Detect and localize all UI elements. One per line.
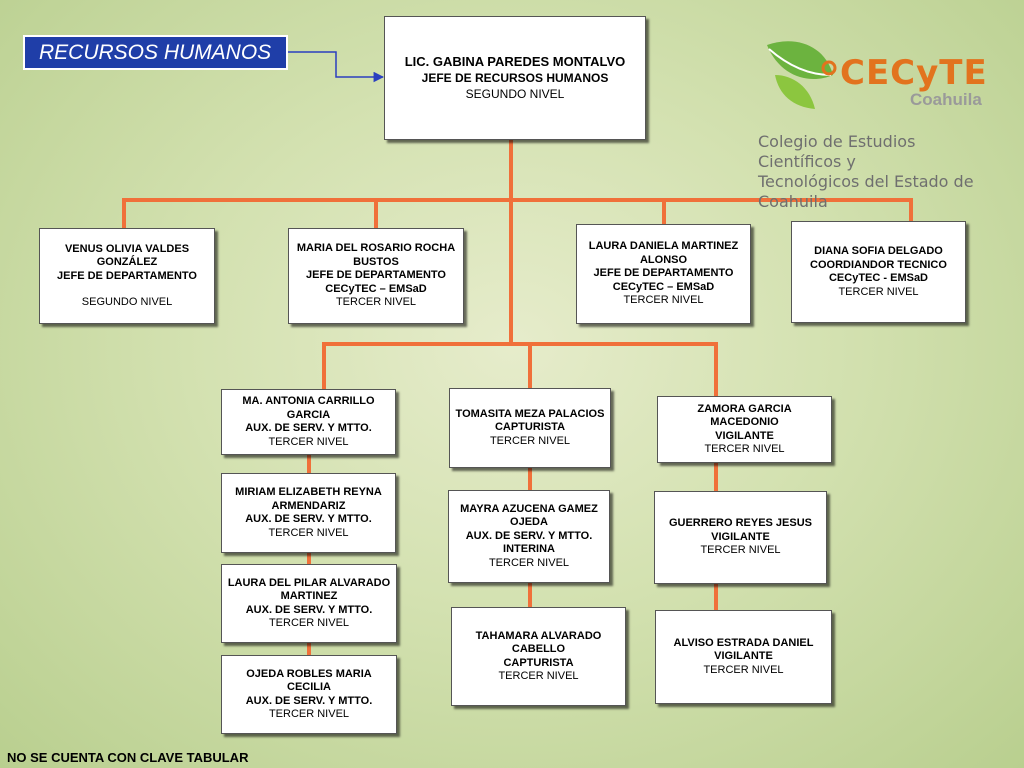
head-node: LIC. GABINA PAREDES MONTALVO JEFE DE REC… — [384, 16, 646, 140]
node-role: VIGILANTE — [711, 530, 770, 543]
node-level: TERCER NIVEL — [268, 526, 349, 539]
node-name: LAURA DANIELA MARTINEZ ALONSO — [588, 240, 739, 266]
dept-node-martinez: LAURA DANIELA MARTINEZ ALONSO JEFE DE DE… — [576, 224, 751, 324]
staff-node-gamez: MAYRA AZUCENA GAMEZ OJEDA AUX. DE SERV. … — [448, 490, 610, 583]
node-unit: CECyTEC – EMSaD — [325, 282, 427, 295]
node-role: COORDIANDOR TECNICO — [810, 258, 947, 271]
node-role: AUX. DE SERV. Y MTTO. — [245, 422, 372, 434]
node-level: TERCER NIVEL — [489, 434, 571, 447]
node-level: TERCER NIVEL — [703, 663, 784, 676]
node-name: ZAMORA GARCIA MACEDONIO — [697, 402, 792, 429]
dept-node-rocha: MARIA DEL ROSARIO ROCHA BUSTOS JEFE DE D… — [288, 228, 464, 324]
node-name: TAHAMARA ALVARADO CABELLO — [475, 629, 602, 656]
node-role: VIGILANTE — [715, 429, 774, 442]
node-role: AUX. DE SERV. Y MTTO. — [245, 603, 373, 616]
logo-college-line1: Colegio de Estudios Científicos y — [758, 132, 916, 171]
head-level: SEGUNDO NIVEL — [465, 87, 565, 101]
node-name: OJEDA ROBLES MARIA CECILIA — [246, 667, 372, 694]
node-name: MARIA DEL ROSARIO ROCHA BUSTOS — [296, 242, 456, 268]
node-name: DIANA SOFIA DELGADO — [814, 245, 943, 257]
logo-brand: CECyTE — [840, 53, 988, 93]
node-role: AUX. DE SERV. Y MTTO. — [245, 694, 373, 707]
head-name: LIC. GABINA PAREDES MONTALVO — [404, 54, 626, 69]
node-level: TERCER NIVEL — [268, 617, 350, 629]
staff-node-reyna: MIRIAM ELIZABETH REYNA ARMENDARIZ AUX. D… — [221, 473, 396, 553]
node-unit: CECyTEC – EMSaD — [612, 280, 715, 293]
logo-college-line2: Tecnológicos del Estado de Coahuila — [758, 172, 974, 211]
node-role: AUX. DE SERV. Y MTTO. — [245, 513, 372, 525]
title-arrow — [288, 51, 385, 83]
node-level: TERCER NIVEL — [268, 708, 350, 720]
staff-node-alvarado-cabello: TAHAMARA ALVARADO CABELLO CAPTURISTA TER… — [451, 607, 626, 706]
logo-college: Colegio de Estudios Científicos y Tecnol… — [758, 132, 990, 212]
node-level: TERCER NIVEL — [704, 443, 785, 455]
node-name: MAYRA AZUCENA GAMEZ OJEDA — [460, 502, 598, 529]
staff-node-zamora: ZAMORA GARCIA MACEDONIO VIGILANTE TERCER… — [657, 396, 832, 463]
head-role: JEFE DE RECURSOS HUMANOS — [421, 71, 609, 85]
node-role: VIGILANTE — [714, 650, 773, 663]
node-level: SEGUNDO NIVEL — [81, 296, 173, 308]
node-level: TERCER NIVEL — [700, 544, 781, 557]
node-name: VENUS OLIVIA VALDES GONZÁLEZ — [64, 242, 190, 269]
staff-node-carrillo: MA. ANTONIA CARRILLO GARCIA AUX. DE SERV… — [221, 389, 396, 455]
node-name: GUERRERO REYES JESUS — [668, 517, 813, 530]
node-name: MIRIAM ELIZABETH REYNA ARMENDARIZ — [235, 486, 382, 512]
node-level: TERCER NIVEL — [498, 670, 579, 682]
staff-node-guerrero: GUERRERO REYES JESUS VIGILANTE TERCER NI… — [654, 491, 827, 584]
node-role: JEFE DE DEPARTAMENTO — [306, 269, 446, 282]
footer-note: NO SE CUENTA CON CLAVE TABULAR — [7, 750, 249, 765]
node-level: TERCER NIVEL — [623, 294, 704, 307]
node-role: JEFE DE DEPARTAMENTO — [593, 267, 734, 280]
node-level: TERCER NIVEL — [488, 556, 570, 569]
node-role: CAPTURISTA — [503, 656, 574, 669]
page-title: RECURSOS HUMANOS — [23, 35, 288, 70]
node-name: ALVISO ESTRADA DANIEL — [673, 636, 814, 649]
staff-node-meza: TOMASITA MEZA PALACIOS CAPTURISTA TERCER… — [449, 388, 611, 468]
logo-state: Coahuila — [910, 90, 982, 109]
node-role: CAPTURISTA — [494, 421, 566, 434]
node-role: JEFE DE DEPARTAMENTO — [57, 269, 197, 282]
node-level: TERCER NIVEL — [335, 296, 417, 309]
dept-node-valdes: VENUS OLIVIA VALDES GONZÁLEZ JEFE DE DEP… — [39, 228, 215, 324]
staff-node-alviso: ALVISO ESTRADA DANIEL VIGILANTE TERCER N… — [655, 610, 832, 704]
node-role: AUX. DE SERV. Y MTTO. INTERINA — [465, 529, 593, 556]
staff-node-alvarado-martinez: LAURA DEL PILAR ALVARADO MARTINEZ AUX. D… — [221, 564, 397, 643]
node-name: TOMASITA MEZA PALACIOS — [455, 407, 605, 420]
dept-node-delgado: DIANA SOFIA DELGADO COORDIANDOR TECNICO … — [791, 221, 966, 323]
node-name: MA. ANTONIA CARRILLO GARCIA — [242, 395, 375, 421]
node-level: TERCER NIVEL — [268, 435, 349, 448]
staff-node-ojeda: OJEDA ROBLES MARIA CECILIA AUX. DE SERV.… — [221, 655, 397, 734]
leaf-icon — [767, 41, 837, 109]
node-unit: CECyTEC - EMSaD — [828, 272, 929, 284]
node-level: TERCER NIVEL — [838, 285, 919, 298]
cecyte-logo: CECyTE Coahuila Colegio de Estudios Cien… — [750, 35, 990, 211]
node-name: LAURA DEL PILAR ALVARADO MARTINEZ — [227, 576, 391, 603]
